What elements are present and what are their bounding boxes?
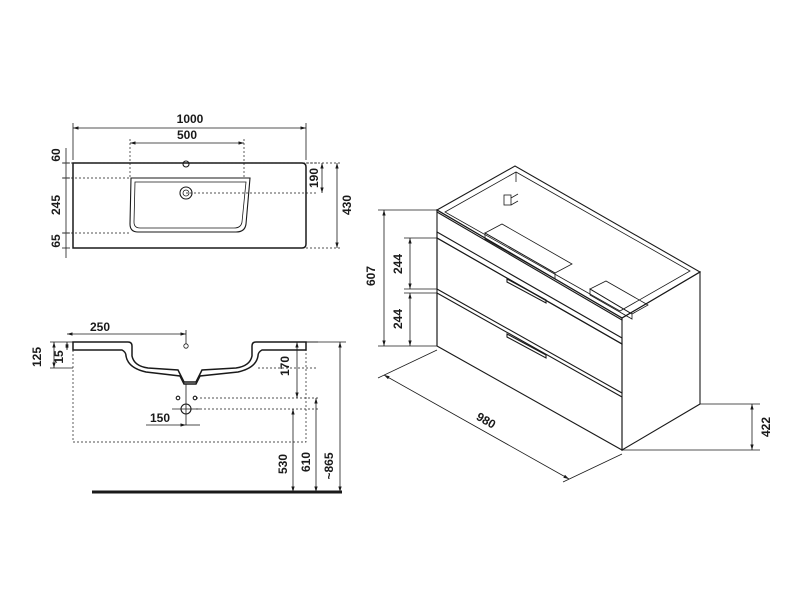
dim-60: 60 [49,148,63,162]
dim-422: 422 [759,417,773,437]
drawer-upper [436,237,623,394]
side-view: 250 125 15 170 150 530 610 ~865 [30,320,346,494]
dim-530: 530 [276,454,290,474]
dim-980: 980 [474,409,499,431]
drain-hole-inner [182,189,190,197]
dim-244-lower: 244 [391,309,405,329]
basin-top-outline [72,162,307,249]
tap-hole [182,160,190,168]
dim-15: 15 [52,350,66,364]
cabinet-isometric: 607 244 244 980 422 [364,165,773,483]
dim-245: 245 [49,195,63,215]
bowl-inner-outline [133,181,247,229]
dim-150: 150 [150,411,170,425]
dim-170: 170 [278,356,292,376]
dim-1000: 1000 [177,112,204,126]
dim-250: 250 [90,320,110,334]
top-view: 1000 500 60 245 65 190 430 [49,112,354,258]
dim-610: 610 [299,452,313,472]
dim-244-upper: 244 [391,254,405,274]
dim-430: 430 [340,195,354,215]
drawer-lower [436,292,623,451]
dim-125: 125 [30,347,44,367]
dim-607: 607 [364,266,378,286]
dim-500: 500 [177,128,197,142]
lower-drawer-handle [506,333,547,359]
top-drawer-front [436,231,623,345]
bowl-outline [129,177,251,233]
upper-drawer-handle [506,278,547,304]
basin-section-outline [72,341,307,385]
dim-190: 190 [307,168,321,188]
dim-65: 65 [49,234,63,248]
dim-865: ~865 [322,452,336,479]
